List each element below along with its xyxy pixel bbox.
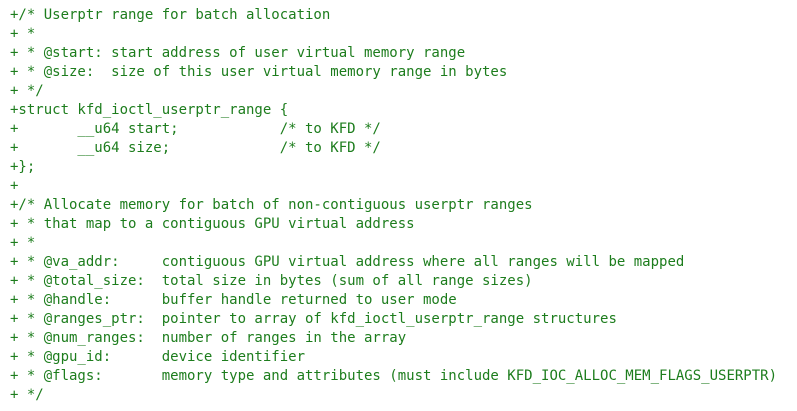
diff-line-added: + * @flags: memory type and attributes (… (10, 368, 778, 384)
diff-line-added: + * @size: size of this user virtual mem… (10, 64, 508, 80)
diff-line-added: + * that map to a contiguous GPU virtual… (10, 216, 415, 232)
diff-line-added: + * @total_size: total size in bytes (su… (10, 273, 533, 289)
diff-line-added: + * @handle: buffer handle returned to u… (10, 292, 457, 308)
diff-line-added: + * @start: start address of user virtua… (10, 45, 466, 61)
diff-line-added: + (10, 178, 19, 194)
diff-line-added: +/* Allocate memory for batch of non-con… (10, 197, 533, 213)
diff-line-added: + */ (10, 83, 44, 99)
diff-line-added: + * (10, 26, 36, 42)
diff-line-added: + */ (10, 387, 44, 403)
diff-line-added: +/* Userptr range for batch allocation (10, 7, 331, 23)
diff-line-added: + __u64 size; /* to KFD */ (10, 140, 381, 156)
diff-line-added: + * (10, 235, 36, 251)
diff-line-added: + __u64 start; /* to KFD */ (10, 121, 381, 137)
diff-line-added: + * @va_addr: contiguous GPU virtual add… (10, 254, 685, 270)
diff-line-added: + * @gpu_id: device identifier (10, 349, 306, 365)
diff-line-added: + * @ranges_ptr: pointer to array of kfd… (10, 311, 617, 327)
diff-line-added: + * @num_ranges: number of ranges in the… (10, 330, 407, 346)
diff-line-added: +}; (10, 159, 36, 175)
diff-line-added: +struct kfd_ioctl_userptr_range { (10, 102, 289, 118)
